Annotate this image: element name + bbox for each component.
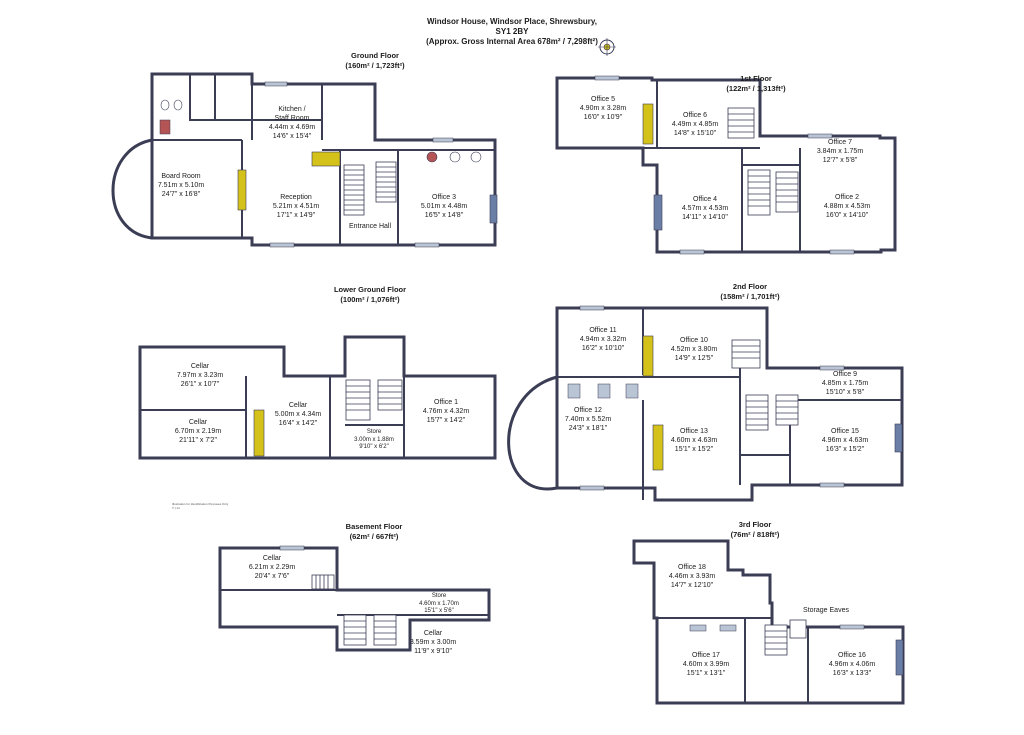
- office12-bay: [507, 375, 558, 491]
- lower-ground-floor-outline: [138, 335, 497, 460]
- address-line: Windsor House, Windsor Place, Shrewsbury…: [427, 17, 597, 26]
- board-room-bay: [111, 138, 153, 240]
- ground-floor-title: Ground Floor(160m² / 1,723ft²): [345, 51, 405, 70]
- postcode: SY1 2BY: [495, 27, 529, 36]
- stairs-basement: [311, 574, 397, 646]
- property-header: Windsor House, Windsor Place, Shrewsbury…: [412, 17, 612, 47]
- lower-ground-floor-title: Lower Ground Floor(100m² / 1,076ft²): [333, 285, 407, 304]
- disclaimer: Illustration for Identification Purposes…: [172, 502, 229, 510]
- room-entrance-hall: Entrance Hall: [348, 223, 392, 230]
- second-floor-title: 2nd Floor(158m² / 1,701ft²): [720, 282, 780, 301]
- gross-area: (Approx. Gross Internal Area 678m² / 7,2…: [426, 37, 598, 46]
- stairs-third: [764, 619, 807, 656]
- stairs-second: [731, 339, 799, 431]
- first-floor-title: 1st Floor(122m² / 1,313ft²): [726, 74, 786, 93]
- room-storage-eaves: Storage Eaves: [803, 607, 849, 614]
- first-floor-outline: [555, 76, 897, 254]
- stairs-lower-ground: [345, 379, 403, 421]
- basement-floor-title: Basement Floor(62m² / 667ft²): [345, 522, 403, 541]
- third-floor-title: 3rd Floor(76m² / 818ft²): [730, 520, 780, 539]
- basement-floor-outline: [218, 546, 491, 652]
- stairs-first: [727, 107, 799, 216]
- compass-icon: [598, 38, 616, 56]
- stairs-ground: [343, 161, 397, 216]
